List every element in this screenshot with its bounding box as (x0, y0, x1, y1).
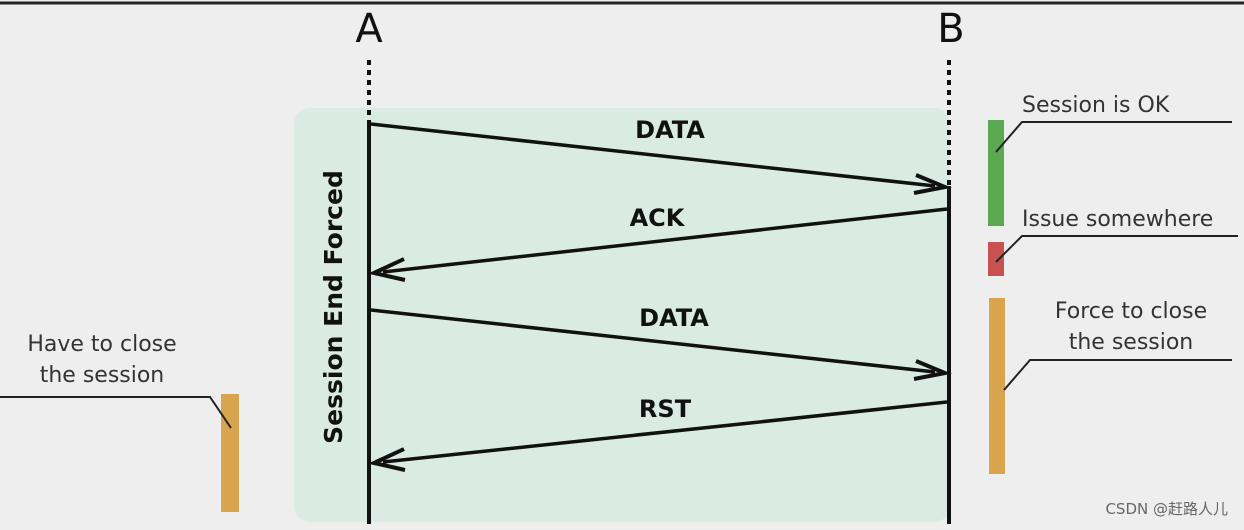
arrowhead-icon (367, 257, 406, 282)
legend-label: Session is OK (1022, 93, 1170, 118)
legend-bar-green (988, 120, 1004, 226)
session-box-label: Session End Forced (319, 170, 348, 444)
arrowhead-icon (913, 359, 952, 381)
legend-leader-line (995, 235, 1238, 263)
legend-label-line2: the session (1069, 330, 1194, 355)
watermark-text: CSDN @赶路人儿 (1105, 500, 1228, 518)
message-arrow-line (382, 400, 948, 464)
legend-bar-orange (989, 298, 1005, 474)
legend-session-ok: Session is OK (988, 93, 1232, 226)
legend-label-line1: Have to close (27, 332, 176, 357)
legend-label-line1: Force to close (1055, 299, 1207, 324)
message-data-2: DATA (370, 304, 952, 381)
message-data-1: DATA (370, 116, 952, 195)
legend-leader-line (0, 396, 232, 429)
legend-issue: Issue somewhere (988, 207, 1238, 276)
legend-have-to-close: Have to close the session (0, 332, 239, 512)
message-label: DATA (639, 304, 709, 332)
legend-force-close: Force to close the session (989, 298, 1232, 474)
legend-label: Issue somewhere (1022, 207, 1213, 232)
host-b-label: B (937, 6, 964, 52)
message-label: ACK (630, 204, 686, 232)
message-rst: RST (367, 395, 948, 472)
legend-bar-orange (221, 394, 239, 512)
arrowhead-icon (367, 447, 406, 472)
arrowhead-icon (913, 173, 952, 195)
message-ack: ACK (367, 204, 948, 282)
host-a-label: A (355, 6, 383, 52)
message-label: DATA (635, 116, 705, 144)
legend-label-line2: the session (40, 363, 165, 388)
legend-leader-line (995, 121, 1232, 153)
legend-bar-red (988, 242, 1004, 276)
message-arrow-line (370, 308, 936, 374)
message-arrow-line (370, 122, 936, 188)
message-arrow-line (382, 207, 948, 274)
message-label: RST (639, 395, 692, 423)
legend-leader-line (1003, 359, 1232, 391)
